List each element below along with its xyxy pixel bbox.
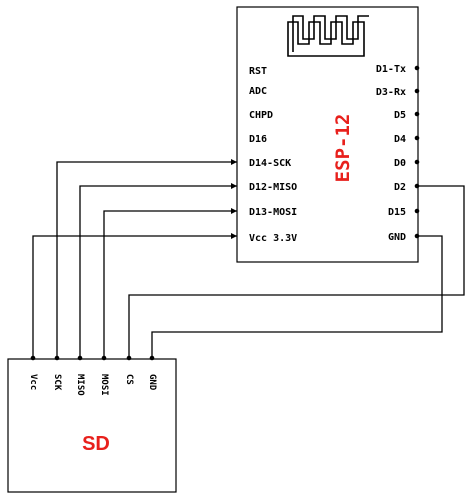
wire-mosi <box>103 210 237 357</box>
pin-label-d12-miso: D12-MISO <box>249 182 297 193</box>
sd-pin-label-cs: CS <box>124 374 134 385</box>
wire-sck <box>56 161 237 357</box>
sd-pin-label-vcc: Vcc <box>28 374 38 390</box>
pcb-antenna-icon <box>287 15 369 57</box>
pin-label-d16: D16 <box>249 134 267 145</box>
sd-pin-label-sck: SCK <box>52 374 62 391</box>
pin-label-gnd: GND <box>388 232 406 243</box>
sd-module <box>7 358 177 493</box>
wire-miso <box>79 185 237 357</box>
wire-gnd <box>151 235 443 357</box>
pin-label-chpd: CHPD <box>249 110 273 121</box>
sd-pin-dots <box>30 355 155 361</box>
pin-label-d15: D15 <box>388 207 406 218</box>
pin-label-adc: ADC <box>249 86 267 97</box>
esp12-module <box>236 6 419 263</box>
pin-label-d5: D5 <box>394 110 406 121</box>
esp12-right-pin-dots <box>414 65 420 239</box>
pin-label-d3-rx: D3-Rx <box>376 87 406 98</box>
pin-label-rst: RST <box>249 66 267 77</box>
sd-pin-label-gnd: GND <box>147 374 157 391</box>
pin-label-d2: D2 <box>394 182 406 193</box>
wire-vcc <box>32 235 237 357</box>
pin-label-d13-mosi: D13-MOSI <box>249 207 297 218</box>
sd-name: SD <box>82 433 110 455</box>
pin-label-d0: D0 <box>394 158 406 169</box>
sd-pin-label-mosi: MOSI <box>99 374 109 396</box>
pin-label-d14-sck: D14-SCK <box>249 158 291 169</box>
pin-label-d4: D4 <box>394 134 406 145</box>
wire-cs <box>128 185 465 357</box>
esp12-left-pin-arrows <box>231 159 237 239</box>
pin-label-vcc: Vcc 3.3V <box>249 233 297 244</box>
sd-pin-label-miso: MISO <box>75 374 85 396</box>
esp12-name: ESP-12 <box>332 114 354 183</box>
pin-label-d1-tx: D1-Tx <box>376 64 406 75</box>
